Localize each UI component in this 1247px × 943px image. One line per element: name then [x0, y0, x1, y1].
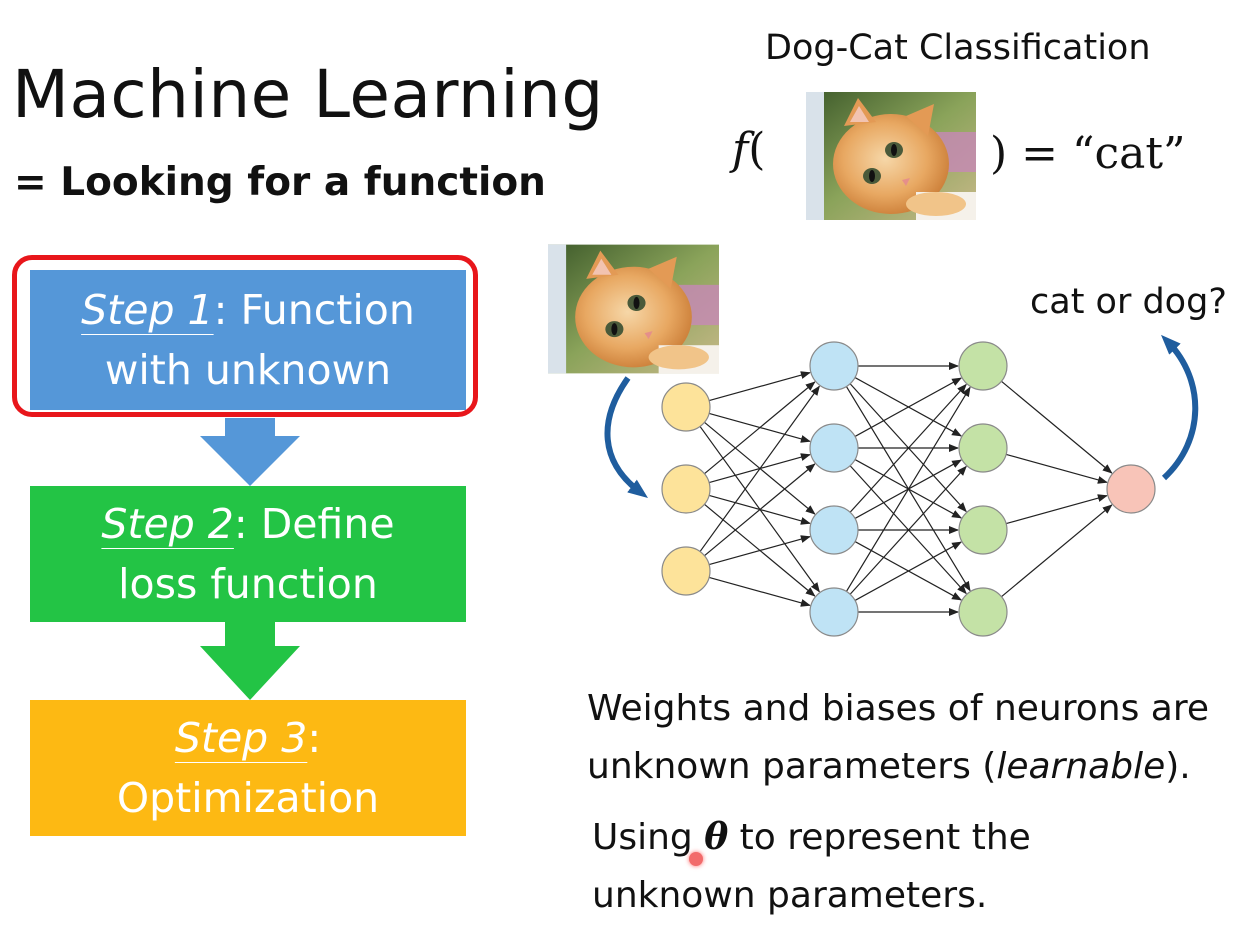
laser-pointer [689, 852, 703, 866]
step3-label: Step 3 [174, 714, 308, 762]
description-line2-b: ). [1165, 746, 1191, 787]
input-neuron-2 [661, 464, 711, 514]
connection-l1-2-0 [849, 383, 967, 513]
description-line1: Weights and biases of neurons are [587, 688, 1210, 729]
hidden2-neuron-2 [958, 423, 1008, 473]
connection-l2-1-0 [1005, 453, 1108, 484]
description-weights: Weights and biases of neurons are unknow… [587, 680, 1209, 796]
hidden1-neuron-3 [809, 505, 859, 555]
output-question: cat or dog? [1030, 282, 1227, 322]
connection-l1-3-1 [849, 465, 967, 595]
step2-text: : Define [233, 500, 395, 548]
step3-text-line2: Optimization [116, 774, 380, 822]
step1-text: : Function [213, 286, 415, 334]
connection-l1-1-0 [854, 377, 962, 437]
input-neuron-1 [661, 382, 711, 432]
description-theta: Using θ to represent the unknown paramet… [592, 808, 1031, 925]
step2-text-line2: loss function [118, 560, 378, 608]
open-paren: ( [748, 124, 766, 175]
connection-l2-0-0 [1001, 380, 1113, 474]
connection-l0-2-0 [699, 385, 820, 552]
connection-l2-3-0 [1001, 504, 1113, 598]
function-open: f( [732, 124, 765, 175]
description-line4: unknown parameters. [592, 875, 988, 916]
description-line3-a: Using [592, 817, 705, 858]
hidden2-neuron-1 [958, 341, 1008, 391]
step1-label: Step 1 [81, 286, 214, 334]
step3-text: : [307, 714, 322, 762]
cat-photo-input [548, 244, 719, 374]
step2-label: Step 2 [101, 500, 234, 548]
description-line2: unknown parameters (learnable). [587, 738, 1209, 796]
connection-l0-0-0 [708, 371, 811, 402]
slide-title: Machine Learning [12, 56, 604, 133]
classification-title: Dog-Cat Classification [765, 28, 1151, 68]
description-learnable: learnable [996, 746, 1166, 787]
network-connections [699, 362, 1113, 616]
connection-l2-2-0 [1005, 494, 1108, 525]
function-output: ) = “cat” [990, 128, 1186, 179]
connection-l0-1-0 [704, 381, 816, 475]
input-neuron-3 [661, 546, 711, 596]
step1-text-line2: with unknown [104, 346, 392, 394]
input-arrow [604, 376, 648, 499]
function-symbol: f [732, 124, 749, 175]
output-arrow [1161, 334, 1199, 481]
hidden1-neuron-1 [809, 341, 859, 391]
slide-subtitle: = Looking for a function [14, 160, 546, 205]
hidden1-neuron-4 [809, 587, 859, 637]
cat-photo-formula [806, 92, 976, 220]
connection-l0-2-1 [704, 463, 816, 557]
step2-box: Step 2: Define loss function [30, 486, 466, 622]
connection-l1-3-2 [854, 541, 962, 601]
description-line3-b: to represent the [728, 817, 1031, 858]
connection-l0-2-3 [708, 576, 811, 607]
step3-box: Step 3: Optimization [30, 700, 466, 836]
arrow-step2-to-step3 [200, 622, 300, 700]
step1-highlight-frame [12, 255, 478, 417]
hidden2-neuron-4 [958, 587, 1008, 637]
description-line3: Using θ to represent the [592, 808, 1031, 867]
hidden1-neuron-2 [809, 423, 859, 473]
step1-box: Step 1: Function with unknown [30, 270, 466, 410]
connection-l0-2-2 [708, 535, 811, 566]
arrow-step1-to-step2 [200, 418, 300, 486]
connection-l1-3-0 [845, 386, 971, 592]
output-neuron-1 [1106, 464, 1156, 514]
hidden2-neuron-3 [958, 505, 1008, 555]
step-flow-arrows [200, 418, 300, 700]
description-line2-a: unknown parameters ( [587, 746, 997, 787]
theta-symbol: θ [704, 816, 729, 858]
network-neurons [661, 341, 1156, 637]
